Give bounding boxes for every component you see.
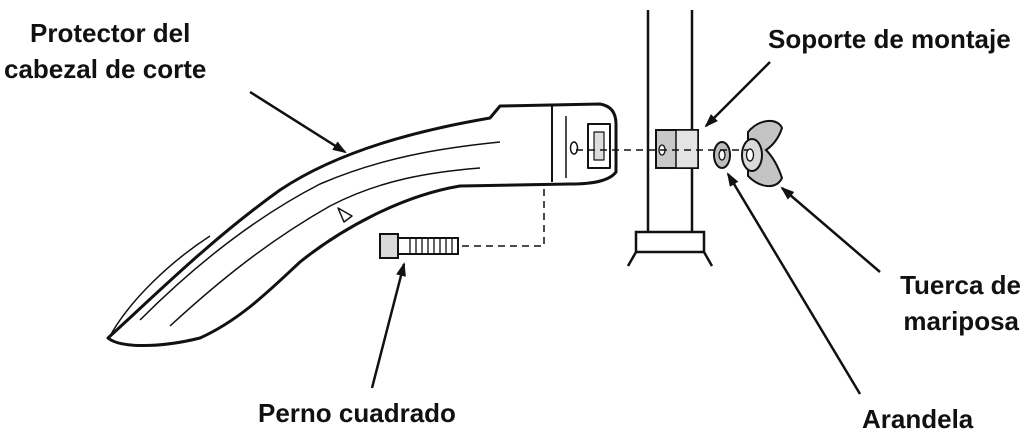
square-bolt [379,233,459,259]
bracket-leader-arrow [704,61,771,128]
label-washer: Arandela [862,404,974,434]
washer-leader-arrow [726,172,862,395]
assembly-guide-lines [462,149,748,247]
wingnut-leader-arrow [780,186,881,273]
label-mounting-bracket: Soporte de montaje [768,24,1011,54]
bolt-leader-arrow [370,262,406,389]
leader-arrows [249,61,881,395]
mounting-bracket [655,129,699,169]
wing-nut [741,120,784,187]
cutting-head-guard [106,102,618,347]
washer [713,141,731,169]
label-guard-line2: cabezal de corte [4,54,207,84]
label-guard-line1: Protector del [30,18,191,48]
label-wingnut-line2: mariposa [903,306,1019,336]
label-square-bolt: Perno cuadrado [258,398,456,428]
label-wingnut-line1: Tuerca de [900,270,1021,300]
guard-leader-arrow [249,90,347,154]
trimmer-shaft [626,10,714,267]
